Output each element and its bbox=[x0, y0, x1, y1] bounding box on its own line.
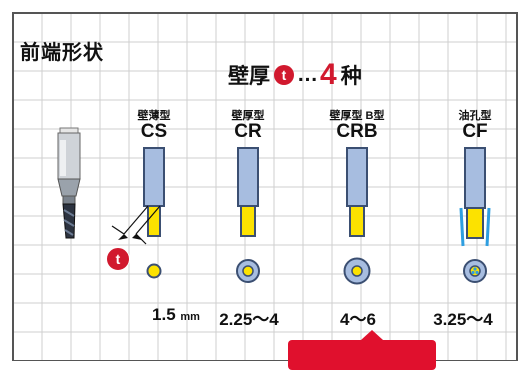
cs-section bbox=[146, 263, 162, 279]
type-count: 4 bbox=[320, 58, 337, 91]
tool-cs bbox=[111, 147, 165, 279]
thickness-t-icon: t bbox=[106, 247, 130, 271]
thickness-t-icon: t bbox=[274, 65, 294, 85]
wall-thickness-headline: 壁厚 t … 4 种 bbox=[228, 58, 362, 92]
dimension-crb: 4～6 bbox=[298, 305, 418, 330]
dimension-value: 3.25～4 bbox=[433, 310, 493, 329]
tool-cr bbox=[236, 147, 260, 283]
tool-crb bbox=[343, 147, 371, 285]
type-subtitle: 壁厚型 bbox=[231, 110, 265, 122]
type-code: CS bbox=[140, 121, 168, 142]
type-code: CR bbox=[234, 121, 262, 142]
type-label-crb: 壁厚型 B型 CRB bbox=[312, 110, 402, 142]
type-label-cr: 壁厚型 CR bbox=[203, 110, 293, 142]
coolant-stream bbox=[459, 207, 465, 247]
type-code: CRB bbox=[336, 121, 378, 142]
type-label-cf: 油孔型 CF bbox=[430, 110, 520, 142]
type-label-cs: 壁薄型 CS bbox=[109, 110, 199, 142]
type-code: CF bbox=[462, 121, 488, 142]
dimension-value: 1.5 bbox=[152, 305, 176, 324]
headline-ellipsis: … bbox=[297, 63, 318, 86]
diagram-stage: 前端形状 壁厚 t … 4 种 壁薄型 CS 壁厚型 CR 壁厚型 B型 CRB… bbox=[12, 12, 523, 370]
headline-prefix: 壁厚 bbox=[228, 65, 270, 88]
type-subtitle: 壁厚型 B型 bbox=[329, 110, 385, 122]
thickness-dimension-line bbox=[135, 205, 161, 235]
tool-cf bbox=[459, 147, 491, 283]
dimension-arrow bbox=[118, 234, 128, 240]
diagram-background bbox=[12, 12, 518, 361]
dimension-cs: 1.5 mm bbox=[116, 305, 236, 325]
endmill-illustration bbox=[57, 127, 81, 239]
dimension-cf: 3.25～4 bbox=[403, 305, 523, 330]
dimension-cr: 2.25～4 bbox=[189, 305, 309, 330]
callout-box bbox=[288, 340, 436, 370]
type-subtitle: 油孔型 bbox=[458, 110, 492, 122]
section-title: 前端形状 bbox=[20, 42, 104, 64]
headline-suffix: 种 bbox=[340, 65, 362, 88]
dimension-value: 2.25～4 bbox=[219, 310, 279, 329]
panel-frame bbox=[12, 12, 518, 361]
dimension-unit: mm bbox=[180, 311, 200, 323]
callout-arrow bbox=[361, 330, 383, 340]
type-subtitle: 壁薄型 bbox=[137, 110, 171, 122]
dimension-value: 4～6 bbox=[340, 310, 376, 329]
